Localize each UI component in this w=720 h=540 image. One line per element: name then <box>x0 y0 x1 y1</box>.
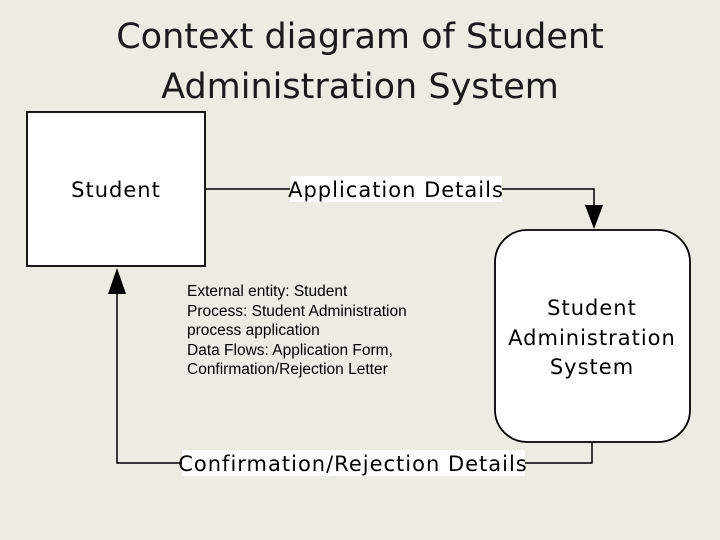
external-entity-student: Student <box>26 111 206 267</box>
process-label-line-1: Student <box>547 296 637 320</box>
note-line: Process: Student Administration <box>187 302 407 320</box>
title-line-2: Administration System <box>161 67 559 107</box>
process-label-line-3: System <box>550 355 634 379</box>
entity-label: Student <box>71 178 161 202</box>
flow-confirmation-rejection-details: Confirmation/Rejection Details <box>108 268 593 476</box>
note-line: process application <box>187 322 320 339</box>
flow-bottom-label: Confirmation/Rejection Details <box>178 452 528 476</box>
flow-top-label: Application Details <box>288 178 504 202</box>
title-line-1: Context diagram of Student <box>116 17 604 57</box>
note-line: Confirmation/Rejection Letter <box>187 361 388 378</box>
process-label-line-2: Administration <box>508 326 676 350</box>
flow-application-details: Application Details <box>205 176 603 229</box>
arrowhead-down-icon <box>585 205 603 229</box>
note-line: External entity: Student <box>187 283 348 300</box>
arrowhead-up-icon <box>108 268 126 294</box>
slide-title: Context diagram of Student Administratio… <box>0 12 720 112</box>
note-line: Data Flows: Application Form, <box>187 341 393 359</box>
process-student-administration-system: Student Administration System <box>494 229 691 443</box>
diagram-notes: External entity: Student Process: Studen… <box>187 282 407 380</box>
